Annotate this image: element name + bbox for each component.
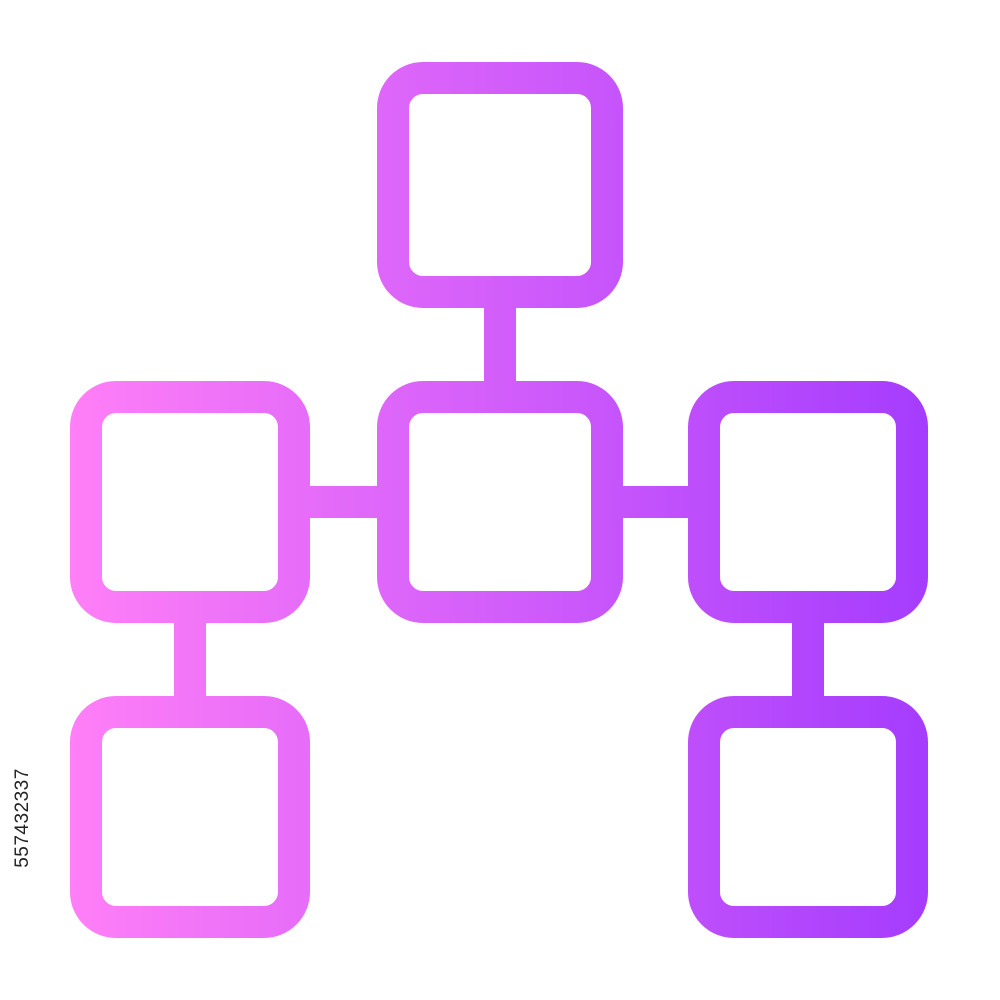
right-node-box: [688, 381, 928, 623]
connector-top-center: [484, 306, 516, 384]
connector-left-bottom: [174, 620, 206, 698]
connector-right-bottom: [792, 620, 824, 698]
connector-left-center: [308, 486, 380, 518]
top-node-box: [377, 62, 623, 308]
left-node-box: [70, 381, 310, 623]
bottom-right-node-box: [688, 696, 928, 938]
stock-id-label: 557432337: [12, 738, 34, 898]
stock-id-text: 557432337: [12, 768, 34, 868]
center-node-box: [377, 381, 623, 623]
connector-center-right: [620, 486, 692, 518]
bottom-left-node-box: [70, 696, 310, 938]
